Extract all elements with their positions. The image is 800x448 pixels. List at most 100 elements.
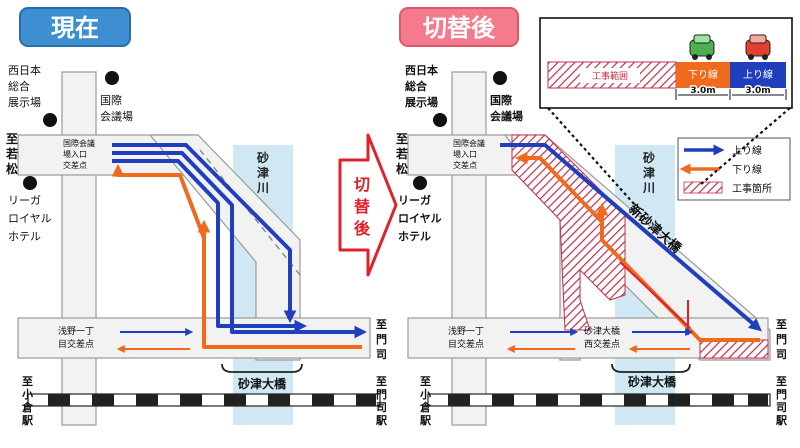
up-line-arrows-before (112, 143, 368, 339)
railway-after (427, 393, 771, 407)
hotel-line-1: リーガ (398, 193, 431, 207)
to-wakamatsu-after: 至 若 松 (395, 132, 408, 176)
intersection-convention-before: 国際会議 場入口 交差点 (63, 138, 95, 170)
landmark-dot-hotel-after (413, 176, 427, 190)
landmark-west-line-3: 展示場 (8, 96, 41, 109)
to-wakamatsu-before: 至 若 松 (5, 132, 18, 176)
landmark-dot-convention-before (105, 71, 119, 85)
to-kokura-before: 至 小 倉 駅 (21, 375, 34, 427)
before-badge (19, 7, 131, 47)
hotel-line-3: ホテル (398, 230, 431, 243)
bridge-bracket-before (221, 363, 303, 373)
after-badge (399, 7, 519, 47)
roads-before (17, 71, 371, 426)
transition-char-3: 後 (354, 219, 371, 238)
to-mojiko-station-char-1: 至 (376, 375, 387, 388)
landmark-west-line-1: 西日本 (405, 63, 438, 77)
landmark-convention-label-after: 国際 会議場 (490, 93, 523, 123)
to-kokura-char-1: 至 (22, 375, 33, 388)
river-before-char-1: 砂 (256, 150, 269, 165)
to-mojiko-station-char-3: 司 (376, 401, 387, 414)
intersection-asano-line-1: 浅野一丁 (448, 325, 484, 337)
to-wakamatsu-char-2: 若 (5, 146, 18, 161)
to-kokura-char-3: 倉 (21, 400, 34, 414)
inset-width-right: 3.0m (745, 86, 770, 96)
intersection-asano-line-1: 浅野一丁 (58, 325, 94, 337)
hotel-line-1: リーガ (8, 194, 41, 207)
landmark-convention-line-2: 会議場 (490, 109, 523, 123)
landmark-west-line-2: 総合 (8, 79, 30, 93)
intersection-convention-line-1: 国際会議 (453, 138, 485, 148)
to-kokura-char-2: 小 (419, 387, 431, 401)
intersection-convention-line-2: 場入口 (63, 149, 87, 159)
landmark-dot-hotel-before (23, 176, 37, 190)
landmark-west-line-3: 展示場 (404, 95, 438, 109)
intersection-convention-line-1: 国際会議 (63, 138, 95, 148)
car-red-icon (745, 34, 771, 60)
legend: 上り線 下り線 工事箇所 (677, 137, 791, 201)
to-wakamatsu-char-2: 若 (395, 146, 408, 161)
up-line-arrows-after (500, 143, 762, 332)
transition-arrow: 切 替 後 (338, 133, 398, 277)
to-mojiko-east-char-2: 門 (376, 333, 387, 346)
car-green-icon (689, 34, 715, 60)
inset-up-lane-label: 上り線 (743, 68, 773, 81)
intersection-asano-line-2: 目交差点 (58, 338, 94, 350)
to-mojiko-east-char-1: 至 (776, 318, 787, 331)
to-wakamatsu-char-3: 松 (6, 161, 18, 176)
to-mojiko-station-after: 至 門 司 駅 (775, 375, 787, 427)
intersection-sunatsu-line-2: 西交差点 (584, 338, 620, 350)
inset-construction-label: 工事範囲 (592, 70, 628, 82)
landmark-dot-convention-after (493, 71, 507, 85)
to-mojiko-east-char-2: 門 (776, 333, 787, 346)
before-badge-label: 現在 (51, 14, 99, 42)
intersection-sunatsu-line-1: 砂津大橋 (584, 325, 620, 337)
before-panel: 現在 砂 津 川 (5, 7, 387, 427)
transition-char-2: 替 (354, 197, 370, 216)
to-mojiko-station-char-4: 駅 (775, 414, 787, 427)
inset-down-lane-label: 下り線 (688, 68, 718, 81)
landmark-west-line-1: 西日本 (8, 63, 41, 77)
intersection-convention-after: 国際会議 場入口 交差点 (453, 138, 485, 170)
to-mojiko-station-char-2: 門 (376, 388, 387, 401)
bridge-label-before: 砂津大橋 (237, 376, 287, 391)
landmark-dot-west-before (43, 113, 57, 127)
to-kokura-char-2: 小 (21, 387, 33, 401)
inset-down-lane (676, 62, 730, 88)
to-kokura-char-4: 駅 (21, 414, 33, 427)
to-mojiko-east-after: 至 門 司 (776, 318, 787, 361)
to-wakamatsu-char-1: 至 (396, 132, 408, 146)
river-after-char-1: 砂 (642, 150, 655, 165)
landmark-west-label-before: 西日本 総合 展示場 (8, 63, 41, 109)
to-mojiko-station-char-2: 門 (776, 388, 787, 401)
river-after-char-3: 川 (642, 181, 655, 195)
intersection-asano-before: 浅野一丁 目交差点 (58, 325, 94, 350)
to-mojiko-station-before: 至 門 司 駅 (375, 375, 387, 427)
intersection-convention-line-3: 交差点 (63, 160, 87, 170)
landmark-dot-west-after (433, 113, 447, 127)
legend-up-label: 上り線 (732, 144, 762, 157)
to-kokura-char-3: 倉 (419, 400, 432, 414)
legend-down-label: 下り線 (732, 163, 762, 176)
to-kokura-char-4: 駅 (419, 414, 431, 427)
to-kokura-char-1: 至 (420, 375, 431, 388)
to-mojiko-east-char-3: 司 (376, 348, 387, 361)
to-wakamatsu-char-1: 至 (6, 132, 18, 146)
intersection-asano-after: 浅野一丁 目交差点 (448, 325, 484, 350)
river-before-char-3: 川 (256, 181, 269, 195)
down-line-arrows-before (111, 163, 362, 349)
to-mojiko-station-char-1: 至 (776, 375, 787, 388)
to-mojiko-station-char-4: 駅 (375, 414, 387, 427)
transition-char-1: 切 (354, 175, 370, 194)
river-after-label: 砂 津 川 (642, 150, 655, 195)
cross-section-inset: 工事範囲 下り線 上り線 3.0m 3.0m (539, 17, 793, 109)
river-before-char-2: 津 (257, 165, 269, 180)
hotel-line-2: ロイヤル (8, 212, 52, 225)
minor-arrows-before (116, 328, 194, 353)
railway-before (27, 393, 381, 407)
hotel-line-2: ロイヤル (398, 212, 442, 225)
bridge-label-after: 砂津大橋 (627, 374, 677, 389)
river-after-char-2: 津 (643, 165, 655, 180)
after-panel: 切替後 砂 津 川 (395, 7, 793, 427)
intersection-asano-line-2: 目交差点 (448, 338, 484, 350)
